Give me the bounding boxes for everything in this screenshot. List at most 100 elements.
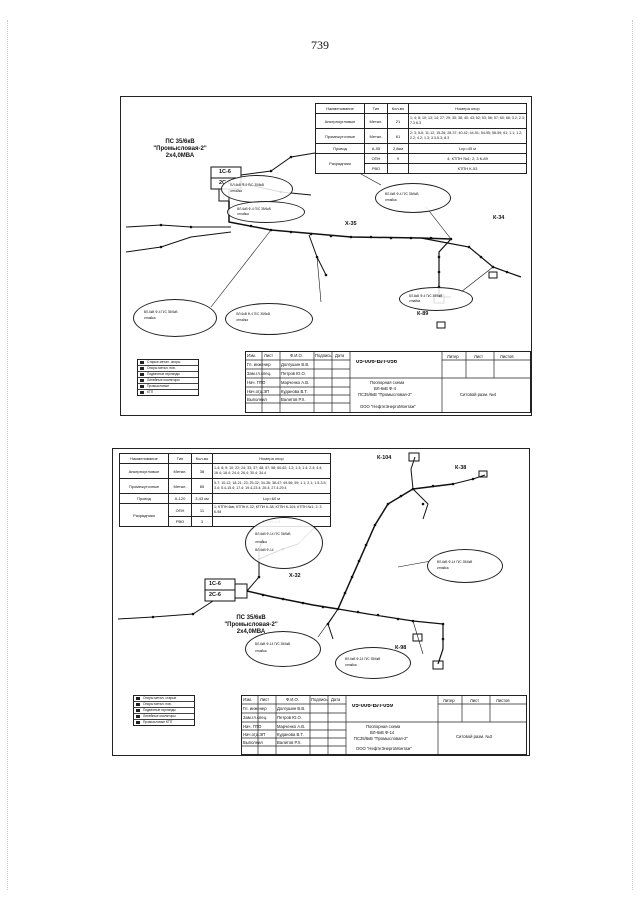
- spec-header-type: Тип: [364, 103, 388, 114]
- spec-cell: Промежуточные: [315, 128, 365, 144]
- spec-cell: Провод: [119, 493, 169, 504]
- spec-cell: Метал.: [168, 463, 192, 479]
- node-label: К-38: [455, 465, 467, 471]
- title-block-2: Изм. Лист Ф.И.О. Подпись Дата Гл. инжене…: [241, 695, 527, 755]
- drawing-title-line: ПС35/6кВ "Промысловая-2": [354, 736, 408, 741]
- drawing-title-line: Поопорная схема: [370, 380, 405, 385]
- legend-item: Линейные изоляторы: [138, 378, 198, 384]
- legend-item: Подвесные гирлянды: [138, 372, 198, 378]
- spec-cell: 3: [191, 516, 213, 527]
- spec-cell: Анкерноугловые: [119, 463, 169, 479]
- substation-quoted-name: "Промысловая-2": [153, 146, 207, 152]
- spec-header-name: Наименование: [119, 453, 169, 464]
- title-col-header: Лист: [260, 697, 270, 702]
- spec-cell: Метал.: [168, 478, 192, 494]
- spec-cell: 2,8км: [387, 143, 409, 154]
- title-role: Зам.гл.спец.: [243, 715, 268, 720]
- stage-header: Листов: [500, 354, 514, 359]
- legend-item: Опоры метал. нов.: [138, 366, 198, 372]
- title-block-grid: [246, 352, 530, 412]
- spec-cell: 85: [191, 478, 213, 494]
- title-role: Гл. инженер: [247, 362, 271, 367]
- drawing-title-line: ПС35/6кВ "Промысловая-2": [358, 392, 412, 397]
- legend-item: Промысловые: [138, 384, 198, 390]
- stage-header: Литер: [447, 354, 459, 359]
- title-col-header: Изм.: [243, 697, 252, 702]
- legend-item: Старые метал. опоры: [138, 360, 198, 366]
- stage-header: Листов: [496, 698, 510, 703]
- spec-cell: 2; 3; 5-6; 11-12; 15-26; 28-37; 40-42; 4…: [408, 128, 527, 144]
- legend-item: Промысловые КТП: [134, 720, 194, 725]
- spec-cell: Провод: [315, 143, 365, 154]
- title-col-header: Подпись: [311, 697, 328, 702]
- substation-label-1: ПС 35/6кВ "Промысловая-2" 2х4,0МВА: [135, 139, 225, 160]
- title-col-header: Лист: [264, 353, 274, 358]
- spec-cell: Метал.: [364, 113, 388, 129]
- spec-cell: 61: [387, 128, 409, 144]
- stage-header: Лист: [470, 698, 480, 703]
- spec-cell: ОПН: [168, 503, 192, 517]
- substation-name: ПС 35/6кВ: [236, 615, 266, 621]
- legend-item: Опоры метал. старые: [134, 696, 194, 702]
- sheet-name: Ситовой разм. №3: [456, 734, 493, 739]
- substation-name: ПС 35/6кВ: [165, 139, 195, 145]
- spec-cell: 3,43 км: [191, 493, 213, 504]
- spec-cell: РВО: [364, 163, 388, 174]
- title-col-header: Ф.И.О.: [286, 697, 299, 702]
- title-role: Выполнил: [243, 740, 263, 745]
- drawing-code: 05-006-ВЛ-059: [352, 704, 394, 709]
- node-label: Х-32: [289, 573, 301, 579]
- node-label: К-89: [417, 311, 429, 317]
- drawing-sheet-2: Наименование Тип Кол-во Номера опор Анке…: [112, 448, 530, 756]
- spec-header-qty: Кол-во: [387, 103, 409, 114]
- title-block-1: Изм. Лист Ф.И.О. Подпись Дата Гл. инжене…: [245, 351, 531, 413]
- title-role: Гл. инженер: [243, 706, 267, 711]
- spec-table-1: Наименование Тип Кол-во Номера опор Анке…: [315, 103, 527, 174]
- spec-cell: Метал.: [364, 128, 388, 144]
- spec-cell: А-95: [364, 143, 388, 154]
- legend-1: Старые метал. опоры Опоры метал. нов. По…: [137, 359, 199, 396]
- drawing-code: 05-006-ВЛ-056: [356, 360, 398, 365]
- title-block-grid: [242, 696, 526, 754]
- drawing-sheet-1: Наименование Тип Кол-во Номера опор Анке…: [120, 96, 532, 416]
- spec-header-nums: Номера опор: [408, 103, 527, 114]
- title-person: Долгушин В.В.: [281, 362, 310, 367]
- spec-cell: ОПН: [364, 153, 388, 164]
- drawing-title-line: Поопорная схема: [366, 724, 401, 729]
- node-label: Х-35: [345, 221, 357, 227]
- spec-cell: РВО: [168, 516, 192, 527]
- spec-cell: 4; КТПН №1; 2; 3 К-89: [408, 153, 527, 164]
- spec-header-nums: Номера опор: [212, 453, 331, 464]
- drawing-title-line: ВЛ-6кВ Ф-14: [370, 730, 395, 735]
- spec-cell: Анкерноугловые: [315, 113, 365, 129]
- spec-cell: Разрядники: [315, 153, 365, 174]
- spec-cell: КТПН К-53: [408, 163, 527, 174]
- stage-header: Литер: [443, 698, 455, 703]
- legend-item: Подвесные гирлянды: [134, 708, 194, 714]
- node-label: К-34: [493, 215, 505, 221]
- spec-cell: [387, 163, 409, 174]
- substation-power: 2х4,0МВА: [236, 629, 266, 635]
- spec-cell: Lcp=60 м: [212, 493, 331, 504]
- spec-header-name: Наименование: [315, 103, 365, 114]
- spec-cell: 5-7; 10-12; 18-21; 23; 25-32; 34-36; 38-…: [212, 478, 331, 494]
- title-person: Долгушин В.В.: [277, 706, 306, 711]
- legend-item: Опоры метал. нов.: [134, 702, 194, 708]
- spec-cell: 38: [191, 463, 213, 479]
- spec-cell: Разрядники: [119, 503, 169, 527]
- title-role: Нач.отд.ЭП: [247, 389, 270, 394]
- title-role: Нач. ПТО: [247, 380, 266, 385]
- title-role: Зам.гл.спец.: [247, 371, 272, 376]
- spec-cell: 1; 4; 8; 10; 13; 14; 27; 29; 35; 38; 40;…: [408, 113, 527, 129]
- company-name: ООО "НефтеЭнергоМонтаж": [360, 404, 416, 409]
